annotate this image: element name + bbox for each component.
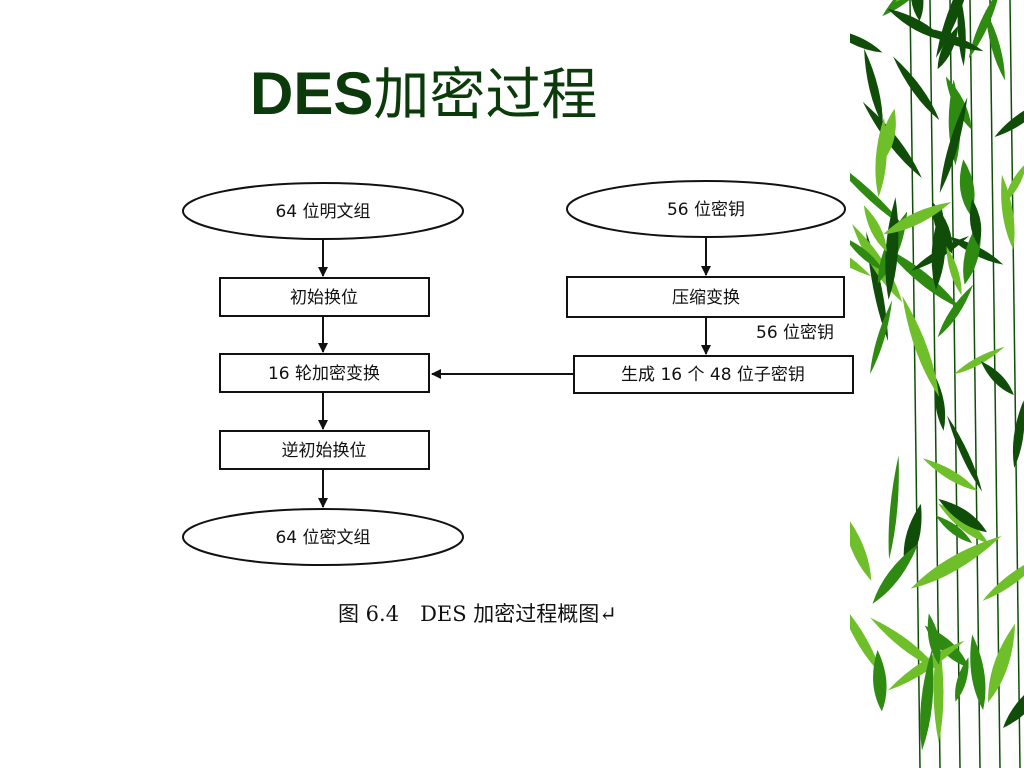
bamboo-leaf (884, 246, 961, 309)
bamboo-leaf (936, 0, 978, 58)
bamboo-leaf (954, 346, 1005, 375)
subkeys-label: 生成 16 个 48 位子密钥 (621, 365, 805, 385)
bamboo-leaf (863, 205, 887, 252)
bamboo-leaf (982, 553, 1024, 601)
bamboo-leaf (850, 230, 872, 277)
rounds-label: 16 轮加密变换 (268, 364, 380, 384)
bamboo-leaf (985, 9, 1005, 81)
bamboo-leaf (882, 0, 944, 17)
compress-label: 压缩变换 (672, 288, 740, 308)
bamboo-leaf (850, 237, 884, 271)
figure-caption: 图 6.4 DES 加密过程概图↵ (338, 602, 617, 626)
bamboo-leaf (864, 48, 883, 126)
bamboo-leaf (893, 56, 940, 121)
slide-title: DES加密过程 (250, 58, 597, 132)
bamboo-leaf (911, 235, 970, 271)
bamboo-leaf (888, 640, 965, 691)
inverse-perm-label: 逆初始换位 (282, 441, 367, 461)
bamboo-leaf (850, 158, 905, 228)
bamboo-stem (969, 0, 981, 768)
title-cjk: 加密过程 (373, 63, 598, 128)
bamboo-leaf (968, 0, 1002, 59)
bamboo-leaf (1012, 400, 1024, 468)
key56-label: 56 位密钥 (667, 200, 745, 220)
des-flowchart: 64 位明文组 初始换位 16 轮加密变换 逆初始换位 64 位密文组 56 位… (182, 180, 854, 566)
bamboo-leaf (1001, 174, 1015, 250)
bamboo-leaf (988, 623, 1016, 703)
bamboo-stem (909, 0, 921, 768)
plaintext-label: 64 位明文组 (275, 202, 370, 222)
bamboo-stem (989, 0, 1001, 768)
bamboo-leaf (862, 101, 922, 178)
bamboo-leaf (994, 97, 1024, 137)
bamboo-leaf (933, 635, 944, 743)
bamboo-leaf (850, 600, 882, 675)
inverse-perm-node (219, 430, 430, 470)
bamboo-leaf (1004, 162, 1024, 204)
bamboo-leaf (883, 201, 952, 235)
ciphertext-node (182, 508, 464, 566)
bamboo-leaf (927, 613, 941, 665)
bamboo-leaf (870, 617, 939, 670)
bamboo-leaf (920, 649, 934, 751)
bamboo-leaf (888, 455, 899, 560)
title-latin: DES (250, 60, 374, 127)
bamboo-leaves-decoration (850, 0, 1024, 768)
bamboo-leaf (850, 510, 872, 581)
bamboo-leaf (870, 300, 893, 375)
bamboo-leaf (885, 197, 899, 300)
bamboo-leaf (1003, 675, 1024, 728)
bamboo-leaf (910, 535, 1002, 589)
bamboo-leaf (875, 117, 887, 198)
bamboo-leaf (969, 199, 982, 246)
bamboo-leaf (939, 97, 968, 193)
bamboo-leaf (915, 26, 984, 52)
bamboo-leaf (935, 515, 973, 544)
bamboo-leaf (922, 458, 978, 491)
bamboo-leaf (850, 28, 883, 53)
bamboo-leaf (947, 415, 983, 492)
compress-node (566, 276, 845, 318)
ciphertext-label: 64 位密文组 (275, 528, 370, 548)
bamboo-leaf (931, 207, 946, 290)
bamboo-leaf (938, 498, 987, 533)
bamboo-leaf (910, 0, 924, 22)
subkeys-node (573, 355, 854, 394)
compress-to-subkeys-label: 56 位密钥 (756, 323, 834, 343)
bamboo-leaf (955, 657, 969, 702)
bamboo-leaf (902, 295, 939, 397)
bamboo-leaf (937, 284, 974, 338)
bamboo-leaf (970, 634, 986, 711)
bamboo-leaf (872, 544, 918, 604)
bamboo-leaf (959, 159, 975, 216)
bamboo-leaf (980, 361, 1014, 396)
bamboo-leaf (938, 503, 989, 544)
initial-perm-label: 初始换位 (290, 288, 358, 308)
initial-perm-node (219, 277, 430, 317)
bamboo-leaf (946, 246, 962, 296)
bamboo-leaf (873, 649, 887, 712)
rounds-node (219, 353, 430, 393)
